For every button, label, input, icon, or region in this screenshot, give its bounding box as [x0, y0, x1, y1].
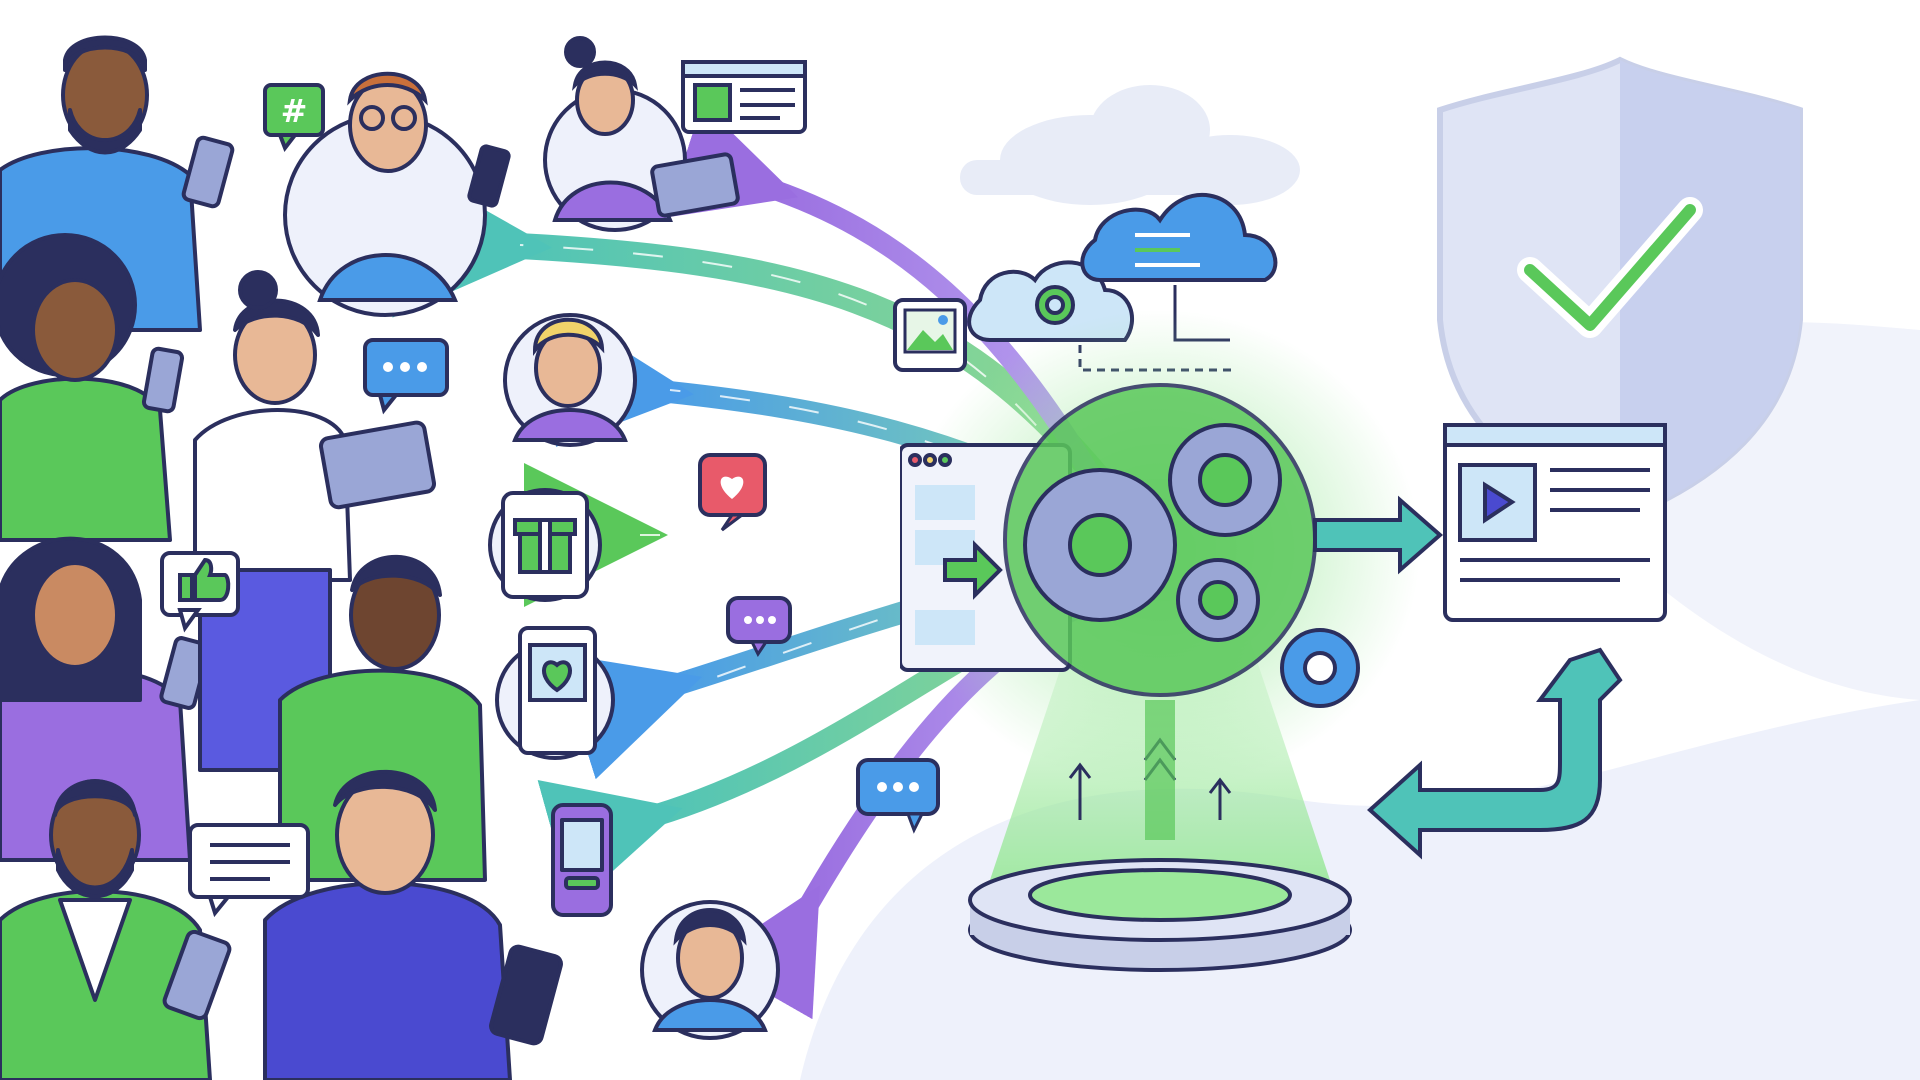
gear-large-icon [1023, 468, 1177, 622]
phone-icon [551, 803, 613, 917]
play-icon [1483, 481, 1516, 524]
processing-hub [900, 56, 1803, 972]
image-icon [893, 298, 967, 372]
hashtag-icon [263, 83, 325, 153]
avatar-blonde-man [503, 313, 637, 447]
avatar-young-man [640, 900, 780, 1040]
pedestal [968, 858, 1352, 972]
gift-icon [488, 488, 602, 602]
gear-blue-icon [1280, 628, 1360, 708]
person-woman-purple-top [0, 536, 211, 862]
person-man-green-jacket [0, 779, 232, 1080]
shield-icon [1437, 56, 1803, 524]
gear-small-icon [1176, 558, 1260, 642]
avatar-man-glasses [283, 71, 511, 317]
cloud-background-icon [960, 85, 1300, 205]
ellipsis-icon [363, 338, 449, 415]
arrow-right-icon [943, 540, 1003, 600]
gear-small-icon [1035, 285, 1075, 325]
hashtag-label: # [281, 92, 308, 130]
person-woman-green-top [0, 233, 185, 542]
thumbs-up-icon [160, 551, 240, 633]
people-group: # [0, 35, 807, 1080]
arrow-right-output-icon [1313, 495, 1444, 575]
gears-icon [1003, 383, 1360, 708]
browser-card-icon [681, 60, 807, 134]
person-man-blue-sweater [263, 769, 563, 1080]
ellipsis-icon [856, 758, 940, 834]
return-arrow-icon [1367, 647, 1623, 860]
checkmark-icon [1524, 204, 1696, 331]
message-card-icon [188, 823, 310, 918]
video-window [1443, 423, 1667, 622]
avatar-woman-tablet [543, 36, 740, 232]
heart-icon [698, 453, 767, 532]
heart-post-icon [495, 626, 615, 760]
ellipsis-icon [726, 596, 792, 657]
gear-medium-icon [1168, 423, 1282, 537]
